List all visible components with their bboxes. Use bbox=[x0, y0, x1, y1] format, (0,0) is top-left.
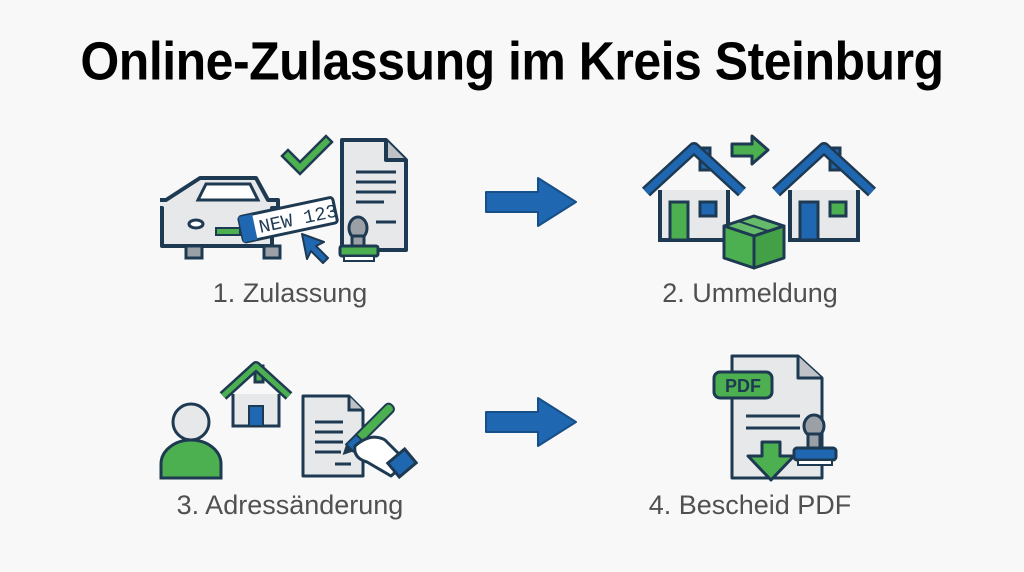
step-label: 3. Adressänderung bbox=[176, 490, 404, 520]
right-arrow-icon bbox=[485, 177, 577, 227]
step-adressaenderung: 3. Adressänderung bbox=[150, 350, 430, 521]
person-house-document-signing-icon bbox=[159, 361, 419, 480]
pdf-badge-text: PDF bbox=[725, 376, 761, 396]
page-title: Online-Zulassung im Kreis Steinburg bbox=[80, 30, 944, 92]
step-label: 1. Zulassung bbox=[212, 278, 368, 308]
step-zulassung: NEW 123 1. Zulassung bbox=[150, 130, 430, 309]
step-label: 2. Ummeldung bbox=[662, 278, 838, 308]
car-license-plate-icon: NEW 123 bbox=[160, 134, 408, 264]
step-label: 4. Bescheid PDF bbox=[648, 490, 852, 520]
pdf-document-stamp-download-icon: PDF bbox=[712, 354, 838, 482]
houses-moving-box-icon bbox=[641, 134, 877, 270]
step-ummeldung: 2. Ummeldung bbox=[610, 130, 890, 309]
step-bescheid-pdf: PDF 4. Bescheid PDF bbox=[610, 350, 890, 521]
right-arrow-icon bbox=[485, 397, 577, 447]
